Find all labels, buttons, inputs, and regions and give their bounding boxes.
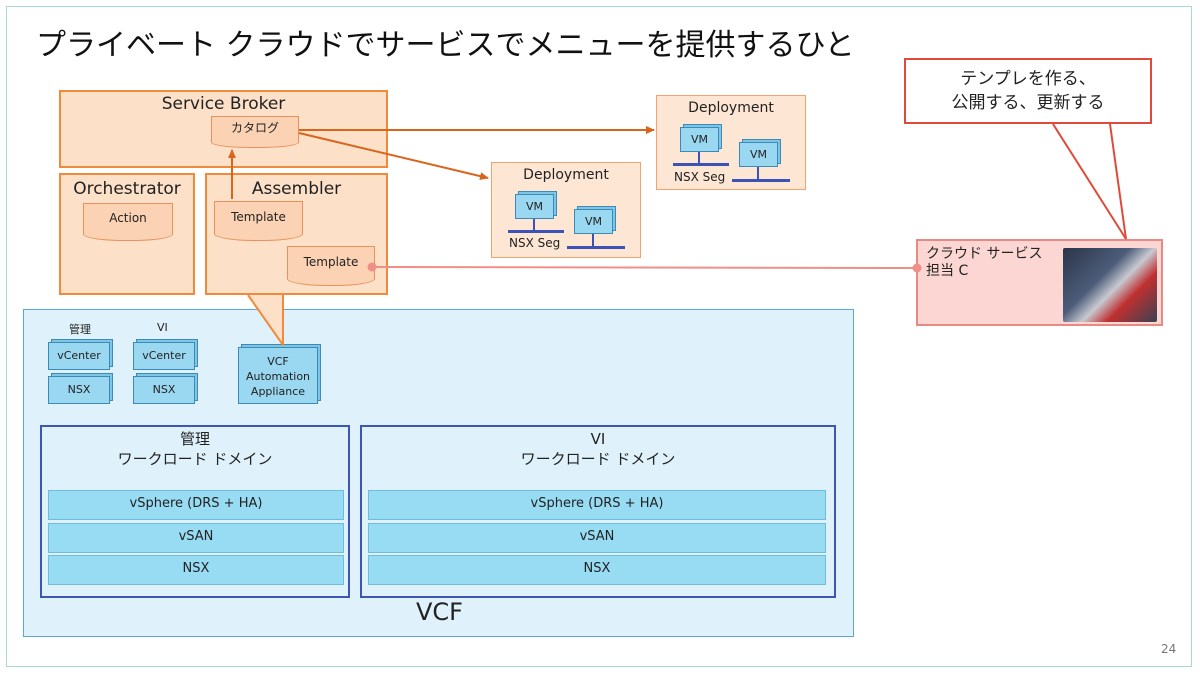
person-connector-dot bbox=[912, 263, 922, 273]
vi-domain-title-line-2: ワークロード ドメイン bbox=[520, 450, 676, 468]
vi-domain-title-line-1: VI bbox=[590, 430, 606, 448]
mgmt-component-label: 管理 bbox=[69, 323, 91, 336]
role-callout: テンプレを作る、 公開する、更新する bbox=[904, 58, 1152, 124]
vi-layer-nsx: NSX bbox=[368, 555, 826, 585]
person-avatar-photo bbox=[1063, 248, 1157, 322]
callout-line-2: 公開する、更新する bbox=[951, 93, 1105, 113]
vi-component-label: VI bbox=[157, 321, 168, 334]
vcf-automation-appliance: VCF Automation Appliance bbox=[238, 347, 318, 404]
mgmt-domain-title: 管理 ワークロード ドメイン bbox=[42, 429, 348, 469]
orchestrator-label: Orchestrator bbox=[73, 179, 181, 199]
nsx-seg-line-1a bbox=[673, 163, 729, 166]
vm-link-1a bbox=[698, 152, 700, 164]
assembler-callout-tail bbox=[247, 294, 284, 346]
person-box: クラウド サービス 担当 C bbox=[916, 239, 1163, 326]
vcf-automation-line-3: Appliance bbox=[250, 385, 306, 398]
mgmt-layer-vsan: vSAN bbox=[48, 523, 344, 553]
nsx-seg-line-2a bbox=[508, 230, 564, 233]
mgmt-layer-nsx: NSX bbox=[48, 555, 344, 585]
slide-title: プライベート クラウドでサービスでメニューを提供するひと bbox=[36, 28, 855, 63]
vm-1b: VM bbox=[739, 142, 778, 167]
vm-2a: VM bbox=[515, 194, 554, 219]
slide-frame bbox=[6, 6, 1192, 667]
nsx-seg-line-2b bbox=[567, 246, 625, 249]
mgmt-domain-title-line-1: 管理 bbox=[179, 430, 210, 448]
vcf-automation-line-1: VCF bbox=[267, 355, 289, 368]
catalog-doc: カタログ bbox=[211, 116, 299, 148]
vcf-automation-line-2: Automation bbox=[245, 370, 311, 383]
action-doc: Action bbox=[83, 203, 173, 241]
deployment-label-1: Deployment bbox=[688, 100, 774, 116]
template-doc-2: Template bbox=[287, 246, 375, 286]
vi-domain-title: VI ワークロード ドメイン bbox=[362, 429, 834, 469]
person-label-line-2: 担当 C bbox=[926, 263, 969, 279]
mgmt-nsx: NSX bbox=[48, 376, 110, 404]
nsx-seg-line-1b bbox=[732, 179, 790, 182]
mgmt-workload-domain: 管理 ワークロード ドメイン vSphere (DRS + HA) vSAN N… bbox=[40, 425, 350, 598]
nsx-seg-label-2: NSX Seg bbox=[509, 236, 561, 250]
callout-tail-left bbox=[1052, 123, 1127, 240]
vm-2b: VM bbox=[574, 209, 613, 234]
vm-link-2a bbox=[533, 219, 535, 231]
mgmt-layer-vsphere: vSphere (DRS + HA) bbox=[48, 490, 344, 520]
vi-workload-domain: VI ワークロード ドメイン vSphere (DRS + HA) vSAN N… bbox=[360, 425, 836, 598]
mgmt-domain-title-line-2: ワークロード ドメイン bbox=[117, 450, 273, 468]
catalog-to-deployment-2-arrow bbox=[298, 132, 489, 181]
template-doc-1: Template bbox=[214, 201, 303, 241]
deployment-label-2: Deployment bbox=[523, 167, 609, 183]
person-label: クラウド サービス 担当 C bbox=[926, 246, 1042, 280]
callout-line-1: テンプレを作る、 bbox=[960, 69, 1096, 89]
vi-vcenter: vCenter bbox=[133, 342, 195, 370]
vcf-label: VCF bbox=[416, 598, 463, 626]
assembler-label: Assembler bbox=[251, 179, 342, 199]
vm-link-2b bbox=[592, 234, 594, 247]
service-broker-label: Service Broker bbox=[161, 94, 286, 114]
vm-1a: VM bbox=[680, 127, 719, 152]
template-to-person-line bbox=[371, 266, 918, 269]
vi-nsx: NSX bbox=[133, 376, 195, 404]
callout-tail-right bbox=[1109, 123, 1127, 240]
person-label-line-1: クラウド サービス bbox=[926, 246, 1043, 262]
nsx-seg-label-1: NSX Seg bbox=[674, 170, 726, 184]
mgmt-vcenter: vCenter bbox=[48, 342, 110, 370]
page-number: 24 bbox=[1161, 642, 1177, 656]
vm-link-1b bbox=[757, 167, 759, 180]
vi-layer-vsan: vSAN bbox=[368, 523, 826, 553]
template-connector-dot bbox=[367, 262, 377, 272]
vi-layer-vsphere: vSphere (DRS + HA) bbox=[368, 490, 826, 520]
deployment-box-2: Deployment bbox=[491, 162, 641, 258]
